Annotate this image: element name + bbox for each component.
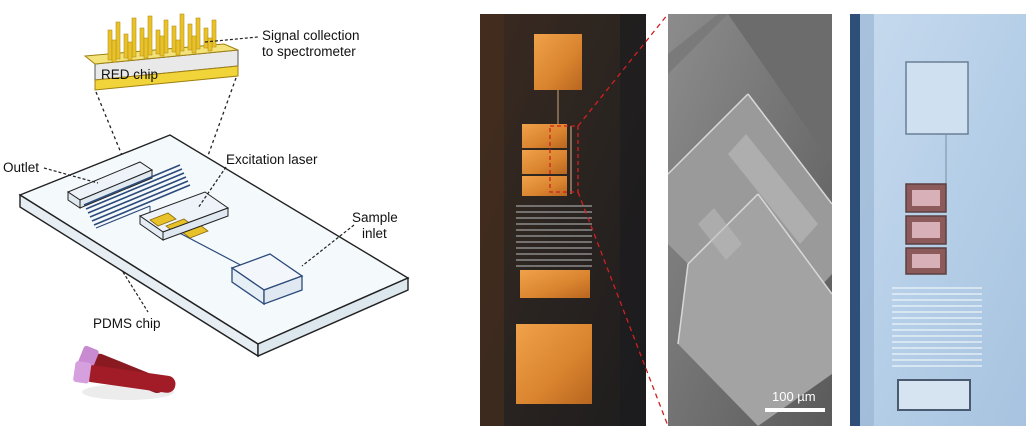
signal-collection-label-line1: Signal collection (262, 28, 360, 44)
scale-bar (765, 408, 825, 412)
blood-tubes-graphic (73, 345, 177, 400)
red-chip-label: RED chip (101, 67, 158, 83)
pdms-chip-graphic (20, 135, 408, 356)
sample-inlet-label-line1: Sample (352, 210, 398, 226)
outlet-label: Outlet (3, 160, 39, 176)
scale-bar-label: 100 µm (772, 389, 816, 404)
transparent-chip-photo (850, 14, 1026, 426)
signal-collection-label-line2: to spectrometer (262, 44, 356, 60)
excitation-laser-label: Excitation laser (226, 152, 318, 168)
sem-micrograph (668, 14, 832, 426)
zoom-indicator (520, 14, 680, 426)
sample-inlet-label-line2: inlet (362, 226, 387, 242)
pdms-chip-label: PDMS chip (93, 316, 161, 332)
